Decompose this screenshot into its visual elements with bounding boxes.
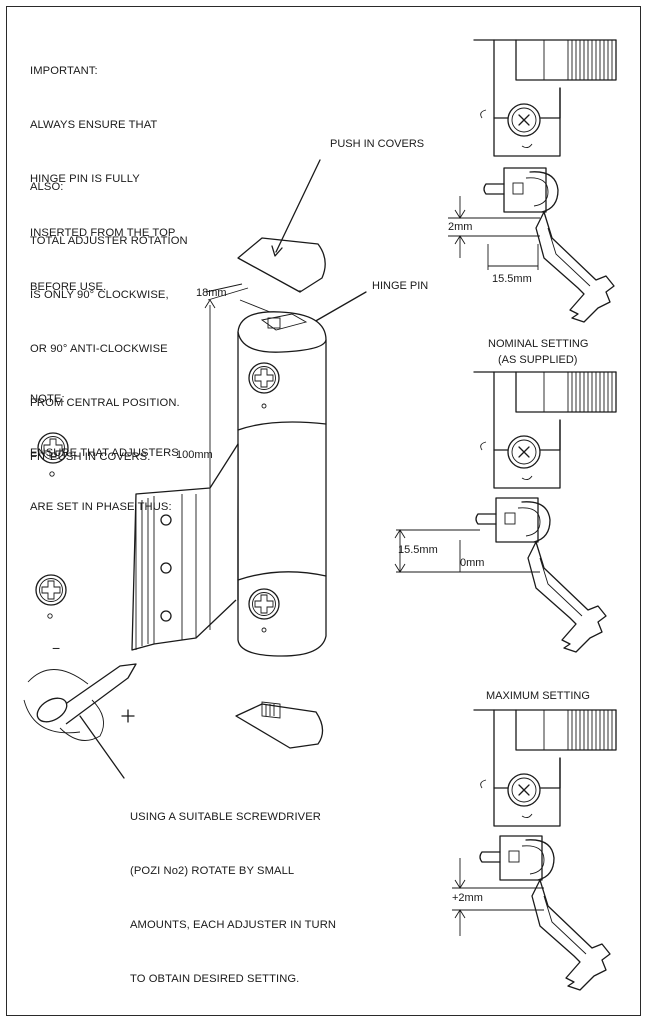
also-line: TOTAL ADJUSTER ROTATION [30,235,188,247]
important-line: ALWAYS ENSURE THAT [30,119,158,131]
minus-sign: − [52,640,61,656]
nominal-subtitle: (AS SUPPLIED) [498,354,578,366]
nominal-width-label: 15.5mm [398,544,438,556]
also-line: FIT PUSH IN COVERS. [30,451,151,463]
height-100mm-label: 100mm [176,449,213,461]
minimum-offset-label: 2mm [448,221,473,233]
also-line: FROM CENTRAL POSITION. [30,397,180,409]
important-note: IMPORTANT: ALWAYS ENSURE THAT HINGE PIN … [30,26,176,314]
important-line: HINGE PIN IS FULLY [30,173,140,185]
maximum-offset-label: +2mm [452,892,483,904]
also-line: IS ONLY 90° CLOCKWISE, [30,289,169,301]
phase-line: ENSURE THAT ADJUSTERS [30,447,179,459]
also-line: OR 90° ANTI-CLOCKWISE [30,343,168,355]
important-line: IMPORTANT: [30,65,98,77]
nominal-offset-label: 0mm [460,557,485,569]
width-18mm-label: 18mm [196,287,227,299]
important-line: INSERTED FROM THE TOP [30,227,176,239]
screwdriver-line: TO OBTAIN DESIRED SETTING. [130,973,300,985]
also-note: ALSO: TOTAL ADJUSTER ROTATION IS ONLY 90… [30,142,188,484]
screwdriver-line: (POZI No2) ROTATE BY SMALL [130,865,295,877]
maximum-title: MAXIMUM SETTING [486,690,590,702]
phase-note: NOTE: ENSURE THAT ADJUSTERS ARE SET IN P… [30,354,179,534]
important-line: BEFORE USE. [30,281,107,293]
screwdriver-line: USING A SUITABLE SCREWDRIVER [130,811,321,823]
push-in-covers-label: PUSH IN COVERS [330,138,425,150]
screwdriver-note: USING A SUITABLE SCREWDRIVER (POZI No2) … [130,772,336,1006]
nominal-title: NOMINAL SETTING [488,338,589,350]
drawing-frame [6,6,641,1016]
also-line: ALSO: [30,181,64,193]
minimum-width-label: 15.5mm [492,273,532,285]
screwdriver-line: AMOUNTS, EACH ADJUSTER IN TURN [130,919,337,931]
hinge-pin-label: HINGE PIN [372,280,429,292]
phase-line: NOTE: [30,393,65,405]
phase-line: ARE SET IN PHASE THUS: [30,501,172,513]
